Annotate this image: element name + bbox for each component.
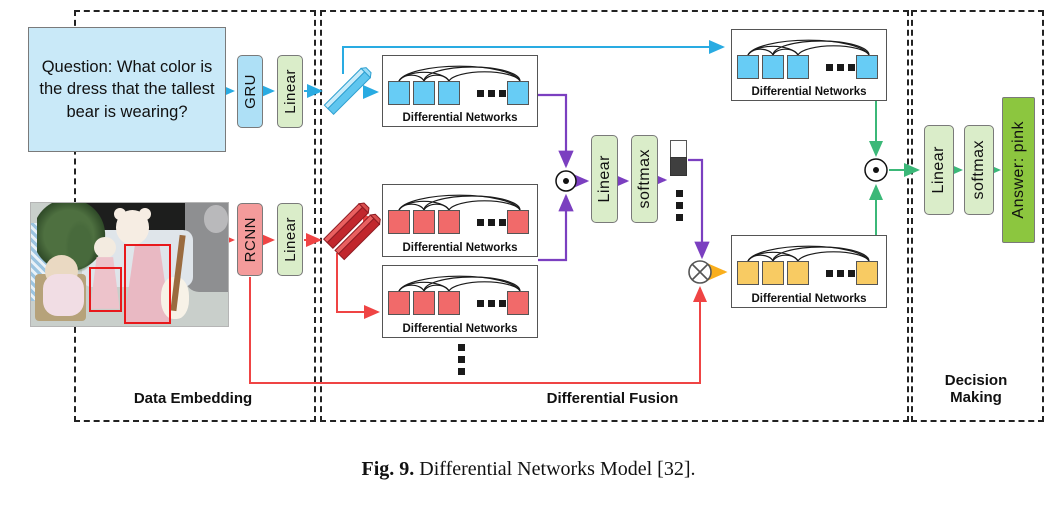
figure-caption-text: Differential Networks Model [32]. bbox=[414, 458, 696, 480]
gru-block: GRU bbox=[237, 55, 263, 128]
weight-cell-dark bbox=[670, 157, 687, 176]
dn-box-image-1: Differential Networks bbox=[382, 184, 538, 257]
dn-box-weighted: Differential Networks bbox=[731, 235, 887, 308]
fusion-stream-arrows bbox=[538, 93, 710, 262]
gru-label: GRU bbox=[241, 74, 259, 109]
ellipsis-dots bbox=[477, 299, 506, 307]
elementwise-product-decision-icon bbox=[864, 158, 888, 182]
detection-box-large bbox=[124, 244, 171, 324]
weight-cell-light bbox=[670, 140, 687, 158]
image-feature-bars bbox=[323, 202, 381, 261]
section-label-differential-fusion: Differential Fusion bbox=[546, 390, 679, 407]
answer-label: Answer: pink bbox=[1009, 121, 1027, 219]
ellipsis-dots bbox=[477, 89, 506, 97]
answer-block: Answer: pink bbox=[1002, 97, 1035, 243]
question-box: Question: What color is the dress that t… bbox=[28, 27, 226, 152]
linear-fusion-label: Linear bbox=[595, 155, 613, 203]
question-feature-bar bbox=[323, 67, 372, 116]
section-label-data-embedding: Data Embedding bbox=[133, 390, 253, 407]
linear-fusion-block: Linear bbox=[591, 135, 618, 223]
text-stream-arrows bbox=[219, 40, 725, 99]
dn-label: Differential Networks bbox=[751, 86, 867, 98]
section-differential-fusion bbox=[320, 10, 909, 422]
figure-caption: Fig. 9. Differential Networks Model [32]… bbox=[0, 458, 1057, 481]
dn-box-question-decision: Differential Networks bbox=[731, 29, 887, 101]
softmax-fusion-block: softmax bbox=[631, 135, 658, 223]
photo-small-bear-head bbox=[94, 237, 116, 259]
photo-left-bear-dress bbox=[42, 274, 85, 317]
linear-decision-label: Linear bbox=[930, 146, 947, 194]
dn-label: Differential Networks bbox=[402, 242, 518, 254]
dn-label: Differential Networks bbox=[402, 323, 518, 335]
softmax-decision-label: softmax bbox=[970, 140, 987, 200]
ellipsis-dots bbox=[826, 63, 855, 71]
question-text: Question: What color is the dress that t… bbox=[39, 58, 215, 121]
vertical-ellipsis-dots bbox=[458, 344, 465, 375]
detection-box-small bbox=[89, 267, 122, 312]
self-attention-arcs bbox=[398, 275, 521, 292]
linear-text-label: Linear bbox=[281, 69, 299, 114]
ellipsis-dots bbox=[477, 218, 506, 226]
decision-stream-arrows bbox=[869, 101, 1001, 235]
section-decision-making bbox=[911, 10, 1044, 422]
linear-text-block: Linear bbox=[277, 55, 303, 128]
elementwise-product-icon bbox=[555, 170, 577, 192]
rcnn-block: RCNN bbox=[237, 203, 263, 276]
photo-plush-ear bbox=[204, 205, 228, 233]
dn-label: Differential Networks bbox=[402, 112, 518, 124]
section-label-decision-making: Decision Making bbox=[944, 372, 1008, 406]
self-attention-arcs bbox=[747, 39, 870, 56]
figure-caption-prefix: Fig. 9. bbox=[361, 458, 415, 480]
dn-box-image-2: Differential Networks bbox=[382, 265, 538, 338]
self-attention-arcs bbox=[398, 194, 521, 211]
softmax-fusion-label: softmax bbox=[635, 149, 653, 209]
dn-label: Differential Networks bbox=[751, 293, 867, 305]
self-attention-arcs bbox=[398, 65, 521, 82]
ellipsis-dots bbox=[826, 269, 855, 277]
attention-weights-stack bbox=[670, 140, 687, 177]
photo-tall-bear-ear bbox=[113, 207, 126, 221]
weights-ellipsis-dots bbox=[676, 190, 683, 221]
linear-image-block: Linear bbox=[277, 203, 303, 276]
multiply-operator-icon bbox=[688, 260, 712, 284]
input-image bbox=[30, 202, 229, 327]
self-attention-arcs bbox=[747, 245, 870, 262]
rcnn-label: RCNN bbox=[241, 216, 259, 263]
linear-decision-block: Linear bbox=[924, 125, 954, 215]
linear-image-label: Linear bbox=[281, 217, 299, 262]
softmax-decision-block: softmax bbox=[964, 125, 994, 215]
dn-box-question: Differential Networks bbox=[382, 55, 538, 127]
photo-tall-bear-ear-2 bbox=[139, 207, 152, 221]
